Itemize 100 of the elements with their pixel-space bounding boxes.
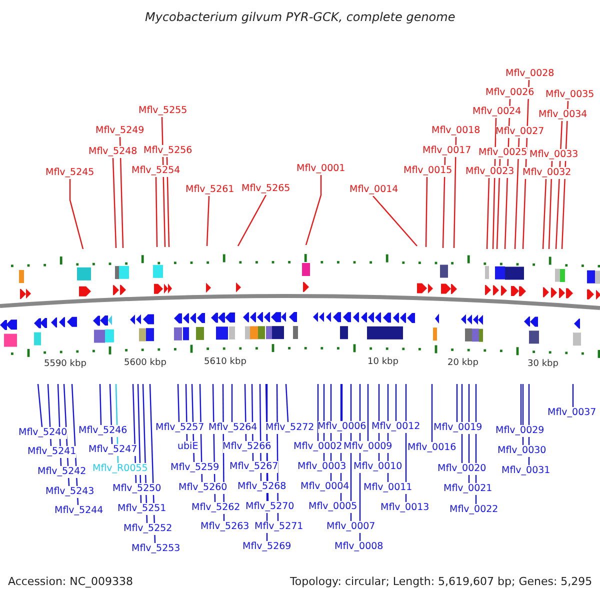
gene-label: Mflv_0025 xyxy=(478,147,528,159)
axis-label: 5610 kbp xyxy=(204,356,246,368)
gene-label: Mflv_0012 xyxy=(372,421,420,433)
gene-label: Mflv_5265 xyxy=(242,183,290,195)
gene-label: Mflv_0029 xyxy=(496,425,544,437)
gene-label: Mflv_0013 xyxy=(380,502,430,514)
gene-label: Mflv_5240 xyxy=(18,427,68,439)
gene-label: Mflv_5268 xyxy=(238,481,286,493)
gene-label: Mflv_5260 xyxy=(178,482,228,494)
gene-label: Mflv_0002 xyxy=(294,441,342,453)
gene-label: Mflv_5247 xyxy=(88,444,138,456)
gene-label: Mflv_0022 xyxy=(450,504,498,516)
leader-line xyxy=(166,156,170,248)
leader-line xyxy=(520,384,522,425)
gene-label: ubiE xyxy=(178,441,198,453)
gene-label: Mflv_0009 xyxy=(344,441,392,453)
gene-label: Mflv_5271 xyxy=(254,521,304,533)
gene-label: Mflv_0021 xyxy=(444,483,492,495)
gene-label: Mflv_0034 xyxy=(538,109,588,121)
gene-label: Mflv_0026 xyxy=(486,87,534,99)
leader-line xyxy=(231,384,233,422)
gene-label: Mflv_0033 xyxy=(530,149,578,161)
leader-line xyxy=(305,175,322,246)
genome-summary-text: Topology: circular; Length: 5,619,607 bp; Genes: 5,295 xyxy=(290,576,592,588)
gene-label: Mflv_5254 xyxy=(132,165,180,177)
leader-line xyxy=(206,196,210,246)
leader-line xyxy=(367,384,369,441)
leader-line xyxy=(119,136,124,248)
leader-line xyxy=(456,384,458,422)
gene-label: Mflv_0016 xyxy=(408,442,456,454)
leader-line xyxy=(542,178,547,250)
gene-label: Mflv_0019 xyxy=(434,422,482,434)
gene-label: Mflv_5245 xyxy=(46,167,94,179)
gene-label: Mflv_0023 xyxy=(466,166,514,178)
gene-label: Mflv_0035 xyxy=(546,89,594,101)
gene-label: Mflv_0037 xyxy=(548,407,596,419)
gene-label: Mflv_0010 xyxy=(354,461,402,473)
gene-label: Mflv_5242 xyxy=(38,466,86,478)
title: Mycobacterium gilvum PYR-GCK, complete genome xyxy=(145,11,456,23)
gene-label: Mflv_0017 xyxy=(422,145,472,157)
leader-line xyxy=(317,384,319,441)
leader-line xyxy=(112,158,117,248)
gene-label: Mflv_5257 xyxy=(156,422,204,434)
leader-line xyxy=(177,384,180,422)
gene-label: Mflv_5248 xyxy=(88,146,138,158)
axis-label: 10 kbp xyxy=(368,356,398,368)
gene-label: Mflv_5263 xyxy=(200,521,250,533)
gene-label: Mflv_5250 xyxy=(112,483,162,495)
leader-line xyxy=(453,136,457,248)
leader-line xyxy=(69,179,84,250)
gene-label: Mflv_5270 xyxy=(246,501,294,513)
axis-label: 20 kbp xyxy=(448,357,478,369)
gene-label: Mflv_0020 xyxy=(438,463,486,475)
leader-line xyxy=(341,384,343,421)
gene-label: Mflv_5246 xyxy=(78,425,128,437)
leader-line xyxy=(99,384,102,426)
leader-line xyxy=(285,384,289,422)
gene-label: Mflv_5272 xyxy=(266,422,314,434)
gene-label: Mflv_5266 xyxy=(222,441,272,453)
gene-label: Mflv_0032 xyxy=(522,167,572,179)
gene-label: Mflv_5249 xyxy=(96,125,144,137)
axis-label: 5600 kbp xyxy=(124,357,166,369)
leader-line xyxy=(372,196,418,246)
gene-label: Mflv_0027 xyxy=(496,126,544,138)
gene-label: Mflv_0005 xyxy=(308,501,358,513)
leader-line xyxy=(442,156,446,248)
leader-line xyxy=(237,194,267,246)
gene-label: Mflv_5269 xyxy=(242,541,292,553)
leader-line xyxy=(37,384,43,428)
gene-label: Mflv_0030 xyxy=(498,445,546,457)
gene-label: Mflv_0008 xyxy=(334,541,384,553)
gene-label: Mflv_0015 xyxy=(404,165,452,177)
gene-label: Mflv_0001 xyxy=(296,163,346,175)
gene-label: Mflv_5251 xyxy=(118,503,166,515)
leader-line xyxy=(431,384,433,442)
gene-label: Mflv_0028 xyxy=(506,68,554,80)
leader-line xyxy=(395,384,397,421)
leader-line xyxy=(514,138,520,250)
leader-line xyxy=(572,384,574,407)
gene-label: Mflv_5244 xyxy=(54,505,104,517)
axis-label: 5590 kbp xyxy=(44,358,86,370)
gene-label: Mflv_5252 xyxy=(124,523,172,535)
leader-line xyxy=(425,177,428,247)
gene-label: Mflv_5243 xyxy=(46,486,94,498)
gene-label: Mflv_0004 xyxy=(300,481,350,493)
gene-label: Mflv_5241 xyxy=(28,446,76,458)
gene-label: Mflv_0006 xyxy=(318,421,366,433)
gene-label: Mflv_R0055 xyxy=(92,463,148,475)
gene-label: Mflv_5253 xyxy=(132,543,180,555)
gene-label: Mflv_0018 xyxy=(432,125,480,137)
gene-label: Mflv_5256 xyxy=(144,145,192,157)
leader-line xyxy=(496,158,501,250)
gene-label: Mflv_5262 xyxy=(192,502,240,514)
axis-label: 30 kbp xyxy=(528,358,558,370)
gene-label: Mflv_0007 xyxy=(326,521,376,533)
accession-text: Accession: NC_009338 xyxy=(8,576,134,588)
gene-label: Mflv_5264 xyxy=(208,422,258,434)
leader-line xyxy=(155,177,158,247)
gene-label: Mflv_0003 xyxy=(298,461,346,473)
gene-label: Mflv_5259 xyxy=(170,462,220,474)
